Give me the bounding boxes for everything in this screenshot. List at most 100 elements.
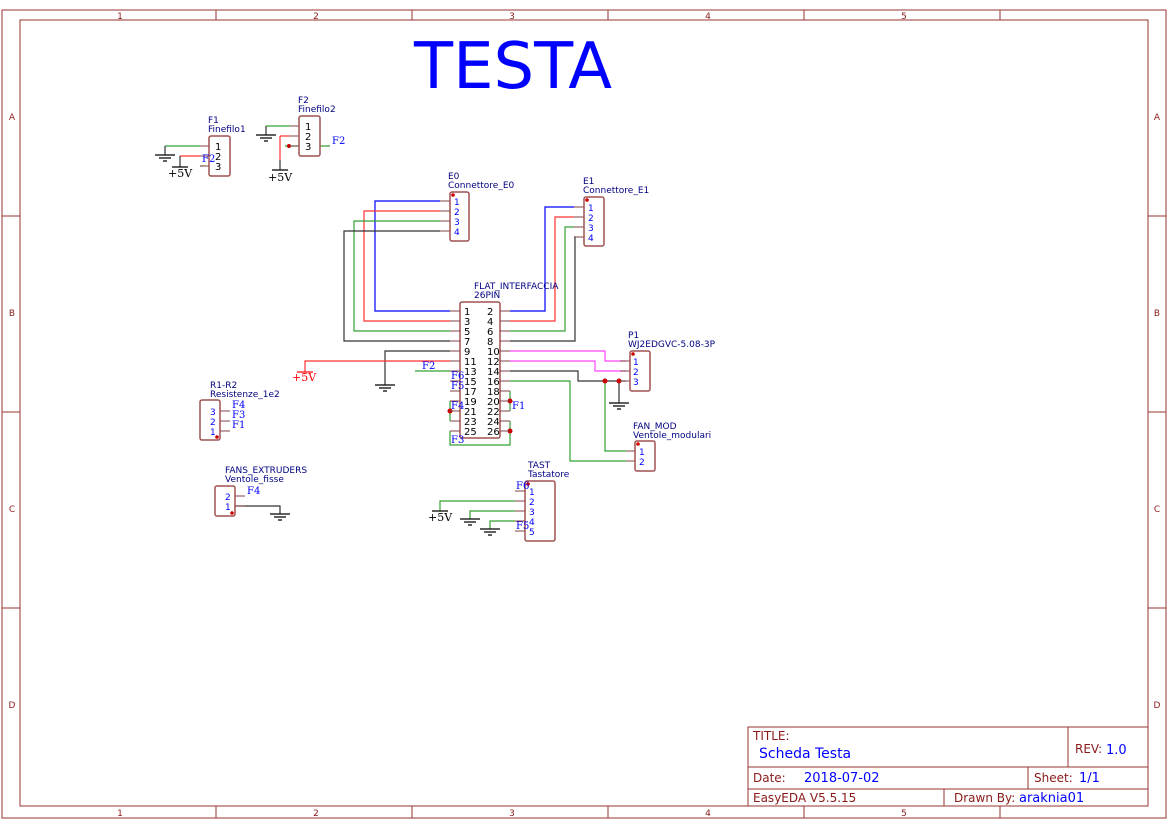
connector-fans-extruders[interactable]: FANS_EXTRUDERS Ventole_fisse 2 1 F4 [214, 466, 307, 517]
pin-number: 19 [464, 397, 477, 408]
connector-e0[interactable]: E0 Connettore_E0 1 2 3 4 [440, 172, 515, 242]
column-label: 2 [313, 809, 319, 819]
date-value: 2018-07-02 [804, 771, 880, 786]
net-label: F1 [232, 420, 245, 431]
pin-number: 3 [588, 224, 594, 234]
wires [164, 125, 626, 529]
pin-number: 3 [633, 378, 639, 388]
title-block: TITLE: Scheda Testa REV: 1.0 Date: 2018-… [747, 726, 1149, 807]
net-label-f2: F2 [332, 136, 345, 147]
connector-tast[interactable]: TAST Tastatore 1 2 3 4 5 F6 F5 [515, 461, 570, 542]
pin-number: 21 [464, 407, 477, 418]
pin-number: 2 [305, 132, 311, 143]
value-label: Finefilo2 [298, 105, 336, 115]
pin-number: 1 [210, 428, 216, 438]
title-label: TITLE: [752, 729, 790, 743]
value-label: WJ2EDGVC-5.08-3P [628, 340, 716, 350]
pin-number: 1 [225, 503, 231, 513]
net-label-f5: F5 [451, 381, 464, 392]
value-label: Ventole_fisse [225, 475, 284, 485]
net-label: F4 [247, 486, 260, 497]
connector-fan-mod[interactable]: FAN_MOD Ventole_modulari 1 2 [626, 422, 711, 472]
ground-icon [155, 134, 629, 536]
net-label-5v: +5V [168, 167, 193, 180]
pin-number: 20 [487, 397, 500, 408]
value-label: Tastatore [527, 470, 570, 480]
pin-number: 1 [215, 142, 221, 153]
pin-number: 24 [487, 417, 500, 428]
pin-number: 1 [454, 198, 460, 208]
pin-number: 2 [225, 493, 231, 503]
pin-number: 2 [454, 208, 460, 218]
sheet-frame: 1 2 3 4 5 1 2 3 4 5 A B C D A B C D [1, 9, 1167, 819]
pin-number: 5 [464, 327, 470, 338]
pin-number: 4 [487, 317, 493, 328]
pin-number: 13 [464, 367, 477, 378]
ref-label: FANS_EXTRUDERS [225, 466, 307, 476]
column-label: 3 [509, 12, 515, 22]
pin-number: 2 [639, 458, 645, 468]
row-label: C [9, 505, 15, 515]
drawn-by-value: araknia01 [1019, 791, 1084, 806]
connector-f1[interactable]: F1 Finefilo1 1 2 3 [200, 116, 246, 177]
pin-number: 23 [464, 417, 477, 428]
ref-label: E0 [448, 172, 460, 182]
net-label-5v: +5V [428, 511, 453, 524]
row-label: D [9, 701, 16, 711]
pin-number: 1 [633, 358, 639, 368]
drawn-by-label: Drawn By: [954, 791, 1015, 805]
pin-number: 3 [305, 142, 311, 153]
pin-number: 2 [588, 214, 594, 224]
title-value: Scheda Testa [759, 746, 851, 762]
pin-number: 12 [487, 357, 500, 368]
pin-number: 4 [454, 228, 460, 238]
column-label: 4 [705, 12, 711, 22]
row-label: D [1154, 701, 1161, 711]
resistors-r1-r2[interactable]: R1-R2 Resistenze_1e2 3 2 1 F4 F3 F1 [199, 381, 280, 441]
rev-value: 1.0 [1106, 743, 1127, 758]
column-label: 3 [509, 809, 515, 819]
pin-number: 3 [454, 218, 460, 228]
net-label-f3: F3 [451, 435, 464, 446]
pin-number: 10 [487, 347, 500, 358]
pin-number: 6 [487, 327, 493, 338]
pin-number: 2 [529, 498, 535, 508]
connector-f2[interactable]: F2 Finefilo2 1 2 3 [290, 96, 336, 157]
net-label-f1: F1 [512, 401, 525, 412]
pin-number: 26 [487, 427, 500, 438]
net-label-5v: +5V [268, 171, 293, 184]
pin-number: 3 [210, 408, 216, 418]
value-label: Ventole_modulari [633, 431, 711, 441]
sheet-title: TESTA [413, 30, 612, 104]
value-label: 26PIN [474, 291, 500, 301]
pin-number: 9 [464, 347, 470, 358]
pin-number: 4 [529, 518, 535, 528]
ref-label: F2 [298, 96, 309, 106]
connector-e1[interactable]: E1 Connettore_E1 1 2 3 4 [574, 177, 649, 247]
pin-number: 2 [487, 307, 493, 318]
pin-number: 15 [464, 377, 477, 388]
column-label: 1 [117, 809, 123, 819]
net-labels: +5V F2 +5V F2 +5V F2 F6 F5 F4 F1 F3 +5V [168, 136, 525, 524]
row-label: C [1154, 505, 1160, 515]
column-label: 2 [313, 12, 319, 22]
pin-number: 14 [487, 367, 500, 378]
value-label: Connettore_E0 [448, 181, 515, 191]
column-label: 4 [705, 809, 711, 819]
pin-number: 17 [464, 387, 477, 398]
pin-number: 2 [210, 418, 216, 428]
net-label-f2: F2 [202, 154, 215, 165]
value-label: Resistenze_1e2 [210, 390, 280, 400]
pin-number: 8 [487, 337, 493, 348]
pin-number: 1 [639, 448, 645, 458]
ref-label: FAN_MOD [633, 422, 677, 432]
connector-p1[interactable]: P1 WJ2EDGVC-5.08-3P 1 2 3 [620, 331, 716, 392]
pin-number: 1 [529, 488, 535, 498]
ref-label: F1 [208, 116, 219, 126]
pin-number: 22 [487, 407, 500, 418]
ref-label: E1 [583, 177, 594, 187]
net-label: F4 [232, 400, 245, 411]
date-label: Date: [753, 771, 786, 785]
